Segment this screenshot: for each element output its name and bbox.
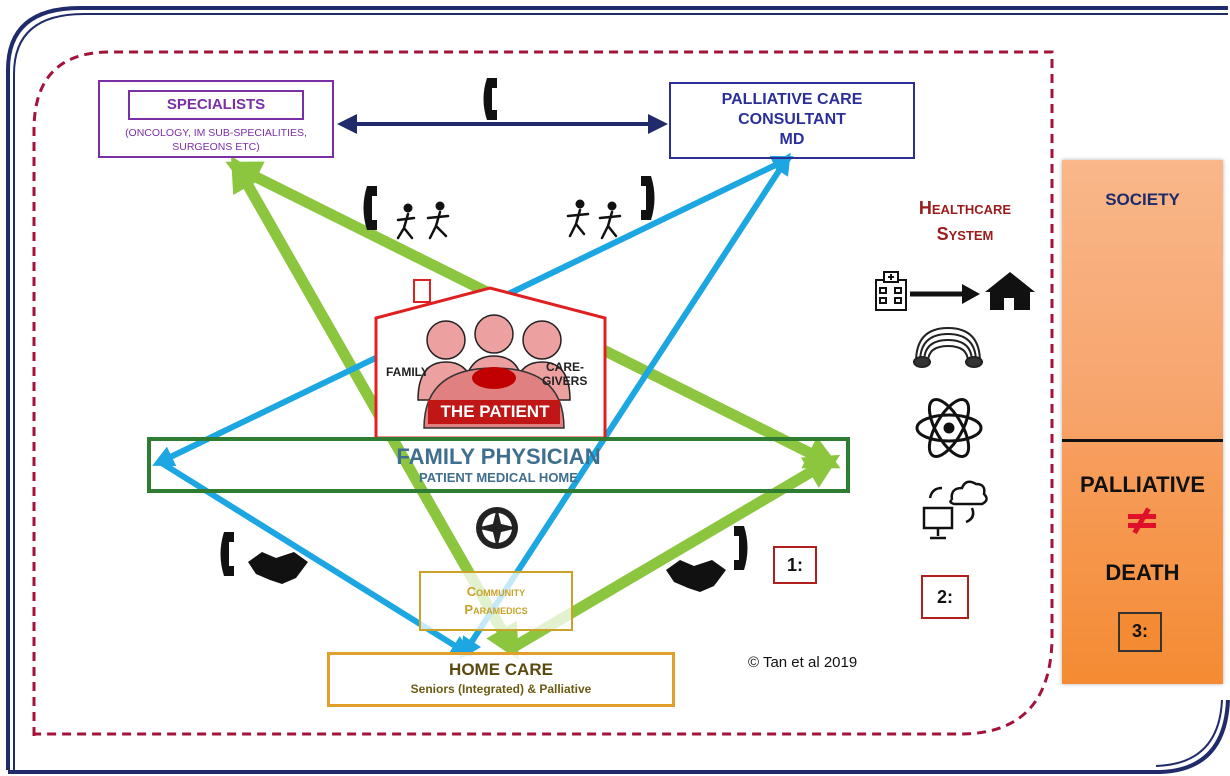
healthcare-system-line2: System [936,224,994,244]
family-physician-box: FAMILY PHYSICIAN PATIENT MEDICAL HOME [147,437,850,493]
family-physician-title: FAMILY PHYSICIAN [396,444,601,469]
community-paramedics-line2: Paramedics [464,602,528,617]
community-paramedics-line1: Community [466,584,526,599]
palliative-consultant-line1: PALLIATIVE CARE [721,91,863,108]
number-box-3: 3: [1118,612,1162,652]
healthcare-boundary [32,50,1054,736]
palliative-consultant-line3: MD [779,131,805,148]
home-care-subtitle: Seniors (Integrated) & Palliative [410,682,592,696]
specialists-box: SPECIALISTS (ONCOLOGY, IM SUB-SPECIALITI… [98,80,334,158]
palliative-label: PALLIATIVE [1079,472,1206,497]
family-physician-subtitle: PATIENT MEDICAL HOME [419,470,578,485]
specialists-title-box: SPECIALISTS [128,90,304,120]
death-label: DEATH [1105,560,1180,585]
healthcare-system-label: Healthcare System [855,195,1075,247]
patient-label: THE PATIENT [440,402,550,421]
patient-house [374,279,607,440]
specialists-subtitle: (ONCOLOGY, IM SUB-SPECIALITIES, SURGEONS… [100,126,332,154]
number-box-2: 2: [921,575,969,619]
arrow-right-icon [910,284,980,304]
society-panel: SOCIETY PALLIATIVE DEATH 3: [1062,160,1223,684]
blue-arrow-consultant-homecare [460,152,791,660]
community-paramedics-box: Community Paramedics [419,571,573,631]
atom-icon [915,398,983,458]
not-equal-icon [1128,507,1156,535]
healthcare-system-line1: Healthcare [918,198,1012,218]
slinky-icon [913,326,983,368]
panel-divider [1062,439,1223,442]
outer-frame [6,6,1228,770]
home-care-title: HOME CARE [449,660,553,679]
house-icon [985,272,1035,310]
palliative-consultant-line2: CONSULTANT [738,111,846,128]
hospital-icon [875,271,907,311]
palliative-consultant-box: PALLIATIVE CARE CONSULTANT MD [669,82,915,159]
computer-cloud-icon [922,480,988,540]
caregivers-line2: GIVERS [542,374,588,388]
caregivers-label: CARE- GIVERS [542,360,587,388]
family-label: FAMILY [386,365,429,379]
society-title: SOCIETY [1105,190,1180,209]
compass-icon [476,507,518,549]
caregivers-line1: CARE- [546,360,584,374]
specialists-title: SPECIALISTS [166,96,266,113]
specialists-subtitle-line2: SURGEONS ETC) [172,141,260,153]
specialists-subtitle-line1: (ONCOLOGY, IM SUB-SPECIALITIES, [125,127,307,139]
phone-icon [483,78,497,120]
blue-arrow-fp-homecare [158,459,473,657]
number-box-1: 1: [773,546,817,584]
home-care-box: HOME CARE Seniors (Integrated) & Palliat… [327,652,675,707]
copyright-text: © Tan et al 2019 [748,654,858,671]
